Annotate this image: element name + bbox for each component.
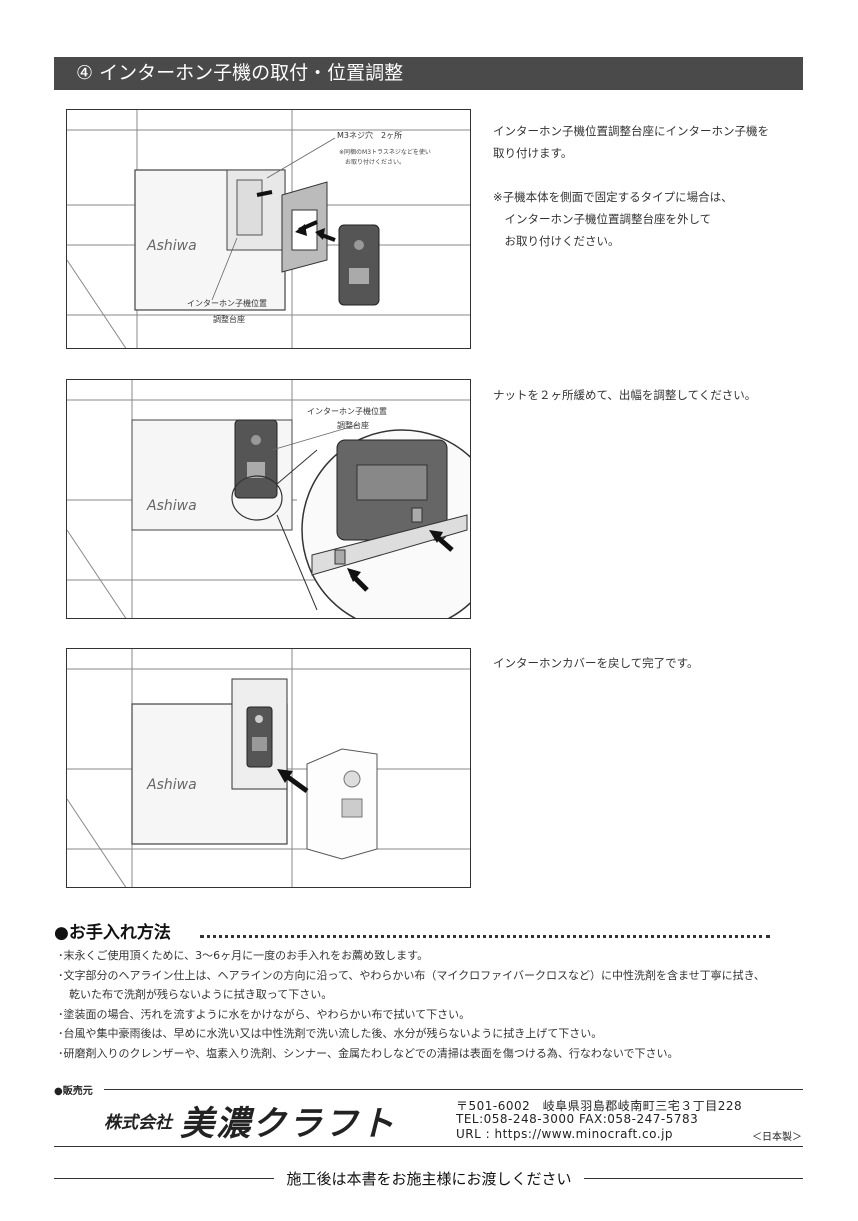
seller-bottom-rule bbox=[54, 1146, 803, 1148]
company-url[interactable]: URL : https://www.minocraft.co.jp bbox=[456, 1127, 674, 1141]
step1-illustration: Ashiwa M3ネジ穴 2ヶ所 ※同梱のM3トラスネジなどを使い お取り付けく… bbox=[66, 109, 471, 349]
step1-instructions: インターホン子機位置調整台座にインターホン子機を 取り付けます。 ※子機本体を側… bbox=[493, 124, 769, 248]
care-list: ･末永くご使用頂くために、3～6ヶ月に一度のお手入れをお薦め致します。 ･文字部… bbox=[58, 946, 765, 1063]
list-item: ･台風や集中豪雨後は、早めに水洗い又は中性洗剤で洗い流した後、水分が残らないよう… bbox=[58, 1027, 603, 1040]
made-in-japan: ＜日本製＞ bbox=[752, 1132, 802, 1143]
step2-base-callout: インターホン子機位置 bbox=[307, 406, 387, 416]
step2-illustration: Ashiwa インターホン子機位置 調整台座 bbox=[66, 379, 471, 619]
company-phone: TEL:058-248-3000 FAX:058-247-5783 bbox=[456, 1112, 699, 1126]
step1-screw-callout: M3ネジ穴 2ヶ所 bbox=[337, 130, 402, 140]
svg-text:調整台座: 調整台座 bbox=[337, 420, 369, 430]
svg-text:調整台座: 調整台座 bbox=[213, 314, 245, 324]
svg-text:Ashiwa: Ashiwa bbox=[146, 238, 197, 254]
step1-base-callout: インターホン子機位置 bbox=[187, 298, 267, 308]
step3-instructions: インターホンカバーを戻して完了です。 bbox=[493, 656, 699, 670]
footer-note: 施工後は本書をお施主様にお渡しください bbox=[0, 1168, 858, 1189]
step2-instructions: ナットを２ヶ所緩めて、出幅を調整してください。 bbox=[493, 388, 757, 402]
seller-top-rule bbox=[104, 1089, 803, 1091]
list-item: ･研磨剤入りのクレンザーや、塩素入り洗剤、シンナー、金属たわしなどでの清掃は表面… bbox=[58, 1046, 679, 1060]
care-dotted-divider bbox=[200, 921, 770, 938]
company-address: 〒501-6002 岐阜県羽島郡岐南町三宅３丁目228 bbox=[456, 1099, 743, 1113]
company-prefix: 株式会社 bbox=[104, 1113, 172, 1133]
list-item: ･塗装面の場合、汚れを流すように水をかけながら、やわらかい布で拭いて下さい。 bbox=[58, 1007, 471, 1021]
company-logo-name: 美濃クラフト bbox=[180, 1104, 396, 1144]
seller-label: ●販売元 bbox=[54, 1086, 93, 1097]
list-item: ･末永くご使用頂くために、3～6ヶ月に一度のお手入れをお薦め致します。 bbox=[58, 949, 429, 962]
list-item: 乾いた布で洗剤が残らないように拭き取って下さい。 bbox=[58, 988, 333, 1001]
care-title: ●お手入れ方法 bbox=[54, 923, 171, 943]
list-item: ･文字部分のヘアライン仕上は、ヘアラインの方向に沿って、やわらかい布（マイクロフ… bbox=[58, 968, 765, 982]
svg-text:Ashiwa: Ashiwa bbox=[146, 498, 197, 514]
section-header: ④ インターホン子機の取付・位置調整 bbox=[54, 57, 803, 90]
step3-illustration: Ashiwa bbox=[66, 648, 471, 888]
svg-text:Ashiwa: Ashiwa bbox=[146, 777, 197, 793]
svg-text:お取り付けください。: お取り付けください。 bbox=[345, 158, 405, 166]
svg-text:※同梱のM3トラスネジなどを使い: ※同梱のM3トラスネジなどを使い bbox=[339, 148, 431, 156]
